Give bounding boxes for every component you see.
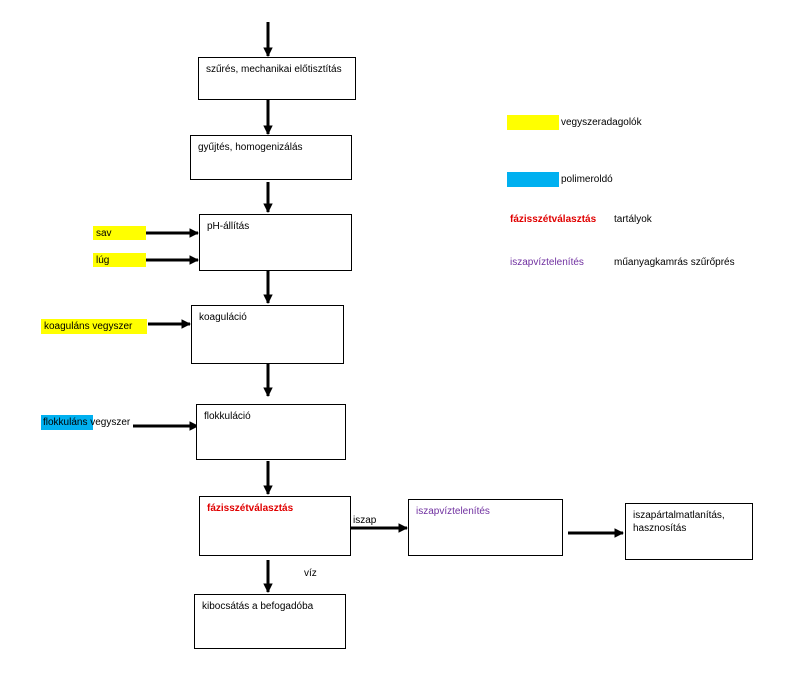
step-phase-separation-label: fázisszétválasztás [207,503,294,514]
input-flocculant-rest: vegyszer [87,417,131,428]
input-flocculant-highlight [41,415,93,430]
step-ph: pH-állítás [199,214,352,271]
step-discharge: kibocsátás a befogadóba [194,594,346,649]
step-disposal-label: iszapártalmatlanítás, hasznosítás [633,510,725,534]
step-collection: gyűjtés, homogenizálás [190,135,352,180]
legend-dosers-label: vegyszeradagolók [561,117,642,128]
input-coagulant-highlight [41,319,147,334]
legend-blue-swatch [507,172,559,187]
step-filtering-label: szűrés, mechanikai előtisztítás [206,64,342,75]
step-dewatering-label: iszapvíztelenítés [416,506,490,517]
step-dewatering: iszapvíztelenítés [408,499,563,556]
legend-tanks-label: tartályok [614,214,652,225]
input-acid-highlight [93,226,146,240]
input-base-highlight [93,253,146,267]
input-base-label: lúg [96,255,110,266]
input-coagulant-label: koaguláns vegyszer [44,321,133,332]
flow-label-water: víz [304,568,317,579]
legend-dewatering-label: iszapvíztelenítés [510,257,584,268]
input-flocculant-label: flokkuláns vegyszer [43,416,130,429]
input-acid-label: sav [96,228,112,239]
input-flocculant-hl: flokkuláns [43,417,88,428]
step-phase-separation: fázisszétválasztás [199,496,351,556]
legend-yellow-swatch [507,115,559,130]
step-disposal: iszapártalmatlanítás, hasznosítás [625,503,753,560]
legend-phase-sep-label: fázisszétválasztás [510,214,597,225]
legend-press-label: műanyagkamrás szűrőprés [614,257,735,268]
step-filtering: szűrés, mechanikai előtisztítás [198,57,356,100]
step-ph-label: pH-állítás [207,221,250,232]
step-coagulation: koaguláció [191,305,344,364]
step-discharge-label: kibocsátás a befogadóba [202,601,314,612]
legend-polymer-label: polimeroldó [561,174,613,185]
step-collection-label: gyűjtés, homogenizálás [198,142,303,153]
step-flocculation: flokkuláció [196,404,346,460]
step-flocculation-label: flokkuláció [204,411,251,422]
step-coagulation-label: koaguláció [199,312,247,323]
flow-label-sludge: iszap [353,515,377,526]
